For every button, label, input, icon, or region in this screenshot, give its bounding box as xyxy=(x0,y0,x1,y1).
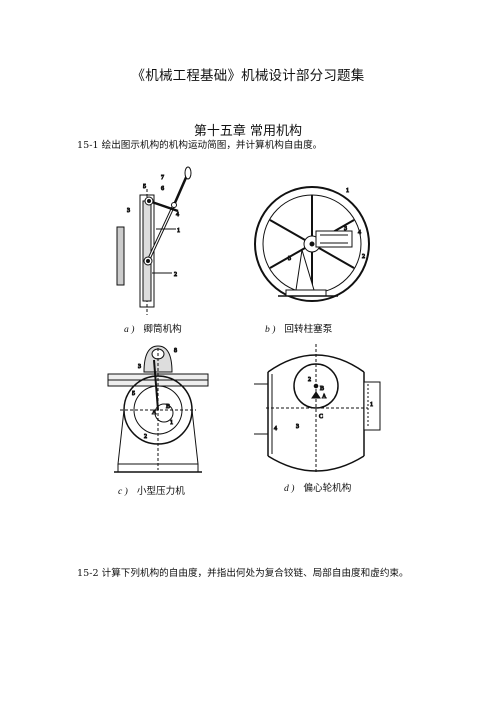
label-A: A xyxy=(152,410,157,416)
caption-d: d ) 偏心轮机构 xyxy=(284,480,351,494)
label-2: 2 xyxy=(308,377,311,383)
caption-c-letter: c ) xyxy=(118,486,128,497)
caption-c: c ) 小型压力机 xyxy=(118,483,185,497)
problem-15-1: 15-1 绘出图示机构的机构运动简图，并计算机构自由度。 xyxy=(77,140,323,151)
label-2: 2 xyxy=(174,272,177,278)
label-3a: 3 xyxy=(344,226,347,232)
caption-b-text: 回转柱塞泵 xyxy=(284,324,333,335)
caption-a: a ) 卿筒机构 xyxy=(124,321,182,335)
label-1: 1 xyxy=(370,402,373,408)
label-4: 4 xyxy=(274,426,277,432)
label-6: 6 xyxy=(161,186,164,192)
label-3: 3 xyxy=(138,364,141,370)
caption-b: b ) 回转柱塞泵 xyxy=(265,321,332,335)
label-2: 2 xyxy=(144,434,147,440)
figure-d-drawing: 2 B A C 1 4 3 xyxy=(254,344,381,472)
caption-c-text: 小型压力机 xyxy=(136,486,185,497)
figure-b-drawing: 1 3 4 2 3 xyxy=(254,186,370,302)
document-title: 《机械工程基础》机械设计部分习题集 xyxy=(131,68,365,84)
label-1: 1 xyxy=(170,420,173,426)
caption-d-letter: d ) xyxy=(284,483,295,494)
caption-d-text: 偏心轮机构 xyxy=(303,483,352,494)
label-7: 7 xyxy=(161,175,164,181)
label-1: 1 xyxy=(346,188,349,194)
caption-b-letter: b ) xyxy=(265,324,276,335)
label-B: B xyxy=(320,386,324,392)
figure-c-drawing: 8 3 5 B A 2 1 xyxy=(107,345,209,473)
label-C: C xyxy=(319,414,323,420)
label-4: 4 xyxy=(358,230,361,236)
label-4: 4 xyxy=(176,212,179,218)
label-3: 3 xyxy=(127,208,130,214)
caption-a-text: 卿筒机构 xyxy=(143,324,182,335)
label-A: A xyxy=(322,394,327,400)
label-1: 1 xyxy=(177,228,180,234)
label-5: 5 xyxy=(143,184,146,190)
label-3b: 3 xyxy=(288,256,291,262)
label-3: 3 xyxy=(296,424,299,430)
figure-a-drawing: 5 7 6 4 3 1 2 xyxy=(116,166,192,315)
label-B: B xyxy=(166,404,170,410)
label-2: 2 xyxy=(362,254,365,260)
chapter-heading: 第十五章 常用机构 xyxy=(193,124,303,139)
problem-15-2: 15-2 计算下列机构的自由度，并指出何处为复合铰链、局部自由度和虚约束。 xyxy=(77,568,409,579)
caption-a-letter: a ) xyxy=(124,324,135,335)
label-8: 8 xyxy=(174,348,177,354)
label-5: 5 xyxy=(132,391,135,397)
